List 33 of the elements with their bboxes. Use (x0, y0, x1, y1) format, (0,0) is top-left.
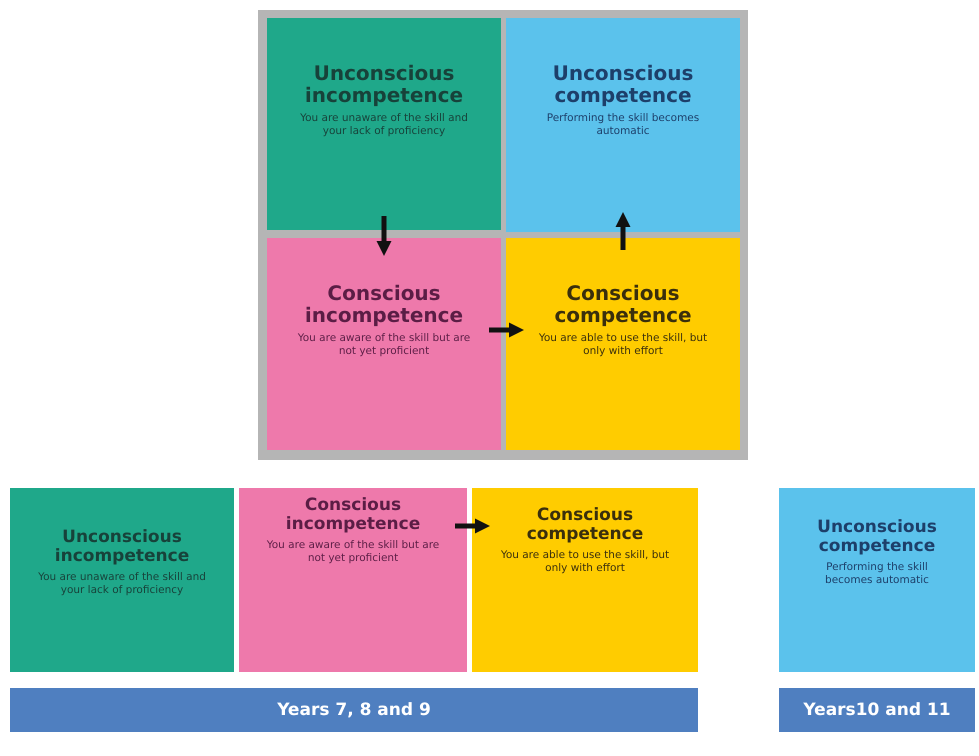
stage-description: You are able to use the skill, but only with effort (500, 549, 670, 575)
stage-title: Unconscious incompetence (54, 528, 190, 566)
stage-description: You are unaware of the skill and your lack of proficiency (37, 571, 207, 597)
stage-title: Unconscious competence (552, 62, 694, 106)
stage-title: Conscious incompetence (304, 282, 464, 326)
quadrant-frame (258, 10, 748, 460)
stage-title: Conscious competence (526, 506, 644, 544)
band-label: Years10 and 11 (802, 700, 952, 720)
stage-title: Conscious competence (553, 282, 693, 326)
stage-description: Performing the skill becomes automatic (546, 112, 700, 138)
stage-card (472, 488, 698, 672)
year-band (10, 688, 698, 732)
quadrant-card (267, 238, 501, 450)
arrow (455, 518, 490, 534)
year-band (779, 688, 975, 732)
quadrant-card (267, 18, 501, 230)
stage-title: Unconscious competence (816, 518, 938, 556)
arrow (616, 212, 630, 250)
stage-title: Unconscious incompetence (304, 62, 464, 106)
stage-description: You are aware of the skill but are not yet proficient (296, 332, 472, 358)
quadrant-card (506, 238, 740, 450)
stage-title: Conscious incompetence (284, 496, 422, 534)
stage-description: You are aware of the skill but are not yet proficient (266, 539, 440, 565)
stage-card (239, 488, 467, 672)
arrow (376, 216, 392, 256)
stage-card (10, 488, 234, 672)
stage-card (779, 488, 975, 672)
arrow (489, 322, 524, 338)
quadrant-card (506, 18, 740, 232)
stage-description: You are unaware of the skill and your lack of proficiency (299, 112, 469, 138)
band-label: Years 7, 8 and 9 (276, 700, 432, 720)
stage-description: Performing the skill becomes automatic (824, 561, 930, 587)
stage-description: You are able to use the skill, but only with effort (538, 332, 708, 358)
